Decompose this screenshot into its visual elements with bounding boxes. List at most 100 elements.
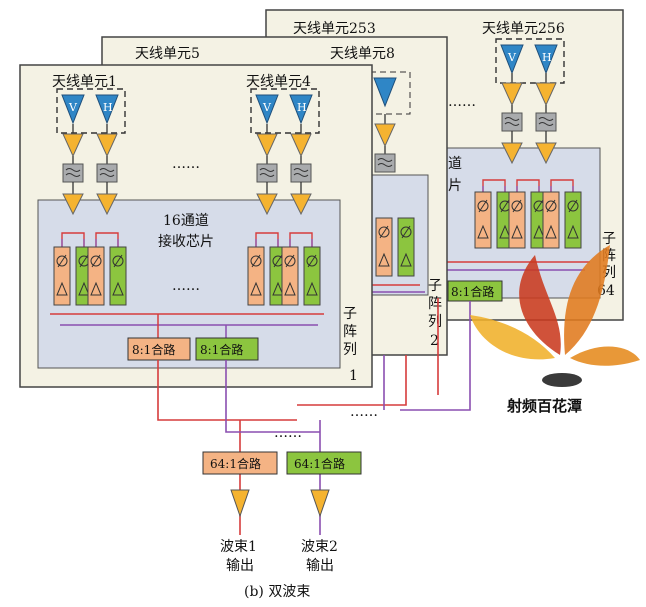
antenna-element-icon: [95, 94, 119, 125]
unit-label-8: 天线单元8: [330, 46, 395, 62]
chip-amp-icon: [501, 142, 523, 165]
combiner-front-b: [195, 337, 259, 361]
phase-shifter-slash: [478, 199, 488, 213]
antenna-letter: V: [262, 101, 272, 114]
channel-block: [303, 246, 321, 306]
antenna-pair-frame: [250, 88, 320, 134]
filter-icon: [501, 112, 523, 132]
chip-partial-2: 片: [448, 178, 462, 194]
subarray1-char-2: 阵: [343, 324, 357, 340]
back-dots: ……: [448, 94, 476, 110]
lna-amp-icon: [290, 133, 312, 158]
amp-out-1: [230, 489, 250, 518]
antenna-letter: H: [103, 101, 113, 114]
antenna-pair-frame: [56, 88, 126, 134]
phase-shifter-slash: [500, 199, 510, 213]
lna-amp-icon: [96, 133, 118, 158]
subarray2-char-1: 子: [428, 278, 442, 294]
attenuator-icon: [90, 281, 102, 296]
phase-shifter-icon: [284, 255, 296, 267]
subarray1-char-3: 列: [343, 342, 357, 358]
antenna-element-icon: [500, 44, 524, 75]
unit-label-256: 天线单元256: [482, 21, 565, 37]
beam1-output-line2: 输出: [226, 558, 254, 574]
attenuator-icon: [511, 224, 523, 239]
combiner-final-a-label: 64:1合路: [210, 456, 261, 471]
attenuator-icon: [250, 281, 262, 296]
filter-icon: [96, 163, 118, 183]
front-dots-top: ……: [172, 156, 200, 172]
phase-shifter-slash: [401, 225, 411, 239]
splitter-purple: [61, 239, 85, 247]
channel-block: [564, 191, 582, 249]
phase-shifter-icon: [90, 255, 102, 267]
attenuator-icon: [272, 281, 284, 296]
phase-shifter-slash: [57, 254, 67, 268]
filter-wave: [293, 168, 309, 177]
filter-wave: [99, 168, 115, 177]
filter-wave: [538, 117, 554, 126]
phase-shifter-icon: [306, 255, 318, 267]
bus-dots-upper: ……: [350, 404, 378, 420]
phase-shifter-slash: [379, 225, 389, 239]
attenuator-icon: [477, 224, 489, 239]
attenuator-icon: [112, 281, 124, 296]
attenuator-icon: [567, 224, 579, 239]
chip-amp-icon: [256, 193, 278, 216]
filter-wave: [259, 168, 275, 177]
antenna-letter: V: [507, 51, 517, 64]
antenna-element-icon: [373, 77, 397, 108]
channel-block: [109, 246, 127, 306]
watermark-text: 射频百花潭: [506, 397, 582, 415]
subarray2-char-3: 列: [428, 314, 442, 330]
beam-bus-lines: [157, 298, 471, 535]
chip-amp-icon: [535, 142, 557, 165]
phase-shifter-slash: [273, 254, 283, 268]
channel-block: [508, 191, 526, 249]
attenuator-icon: [78, 281, 90, 296]
channel-block: [397, 217, 415, 277]
combiner-back-b: [447, 280, 503, 302]
beam2-output-line2: 输出: [306, 558, 334, 574]
filter-icon: [535, 112, 557, 132]
antenna-letter: H: [297, 101, 307, 114]
phase-shifter-slash: [307, 254, 317, 268]
chip-amp-icon: [290, 193, 312, 216]
filter-icon: [256, 163, 278, 183]
phase-shifter-slash: [512, 199, 522, 213]
antenna-element-icon: [534, 44, 558, 75]
splitter-purple: [289, 239, 313, 247]
attenuator-icon: [499, 224, 511, 239]
phase-shifter-icon: [477, 200, 489, 212]
chip-amp-icon: [62, 193, 84, 216]
unit-label-1: 天线单元1: [52, 74, 117, 90]
phase-shifter-icon: [511, 200, 523, 212]
antenna-element-icon: [289, 94, 313, 125]
chip-label-line1: 16通道: [163, 213, 209, 229]
watermark-logo: 射频百花潭: [470, 245, 640, 415]
phase-shifter-slash: [546, 199, 556, 213]
phase-shifter-icon: [545, 200, 557, 212]
antenna-letter: V: [68, 101, 78, 114]
antenna-element-icon: [61, 94, 85, 125]
channel-block: [474, 191, 492, 249]
phase-shifter-slash: [91, 254, 101, 268]
subarray64-char-1: 子: [602, 231, 616, 247]
phase-shifter-slash: [285, 254, 295, 268]
unit-label-253: 天线单元253: [293, 21, 376, 37]
front-dots-mid: ……: [172, 278, 200, 294]
lna-amp-icon: [62, 133, 84, 158]
unit-label-4: 天线单元4: [246, 74, 311, 90]
phase-shifter-slash: [251, 254, 261, 268]
filter-icon: [374, 153, 396, 173]
attenuator-icon: [56, 281, 68, 296]
lna-amp-icon: [374, 123, 396, 148]
combiner-front-b-label: 8:1合路: [200, 342, 243, 357]
bus-dots-lower: ……: [274, 425, 302, 441]
phase-shifter-icon: [56, 255, 68, 267]
splitter-purple: [255, 239, 279, 247]
